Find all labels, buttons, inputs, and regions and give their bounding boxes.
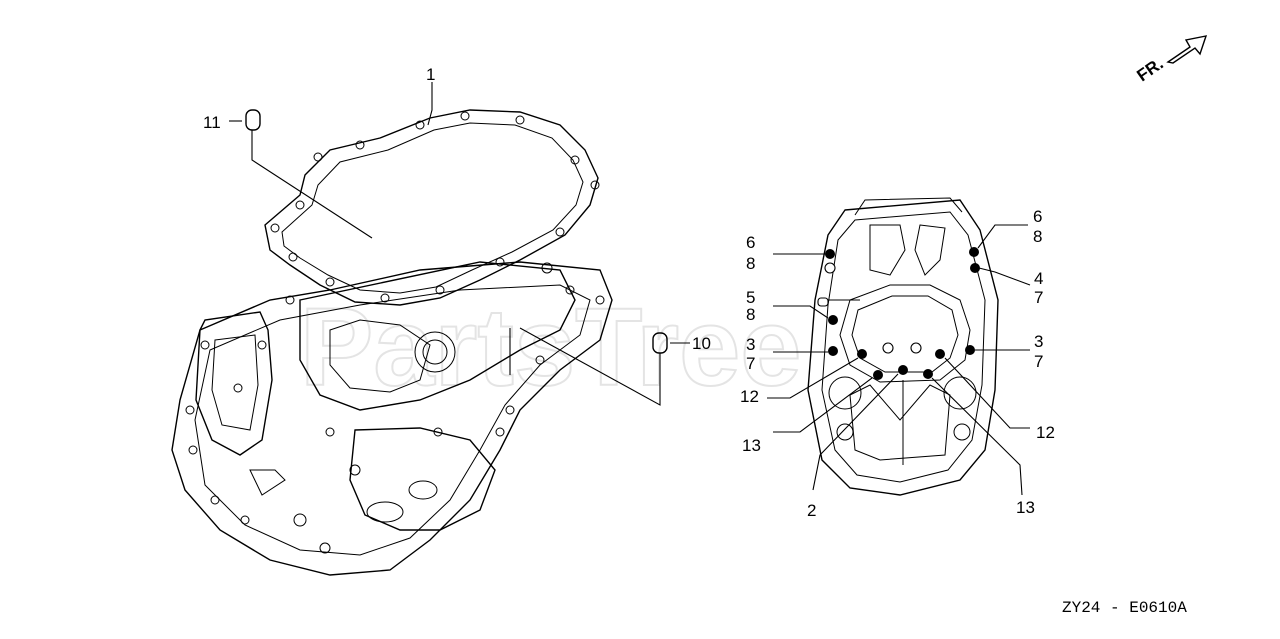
- front-direction-arrow: FR.: [1133, 35, 1208, 85]
- gasket-part-1: [264, 109, 600, 306]
- callout-2: 2: [807, 501, 816, 520]
- callout-5: 5: [746, 288, 755, 307]
- dowel-pin-10: [509, 327, 668, 406]
- callout-3-right: 3: [1034, 332, 1043, 351]
- callout-13-left: 13: [742, 436, 761, 455]
- callout-8-left-a: 8: [746, 254, 755, 273]
- leader-1: [427, 82, 433, 126]
- watermark-text: PartsTree: [300, 286, 801, 409]
- underside-view: [767, 197, 1031, 496]
- callout-12-left: 12: [740, 387, 759, 406]
- callout-8-right: 8: [1033, 227, 1042, 246]
- callout-11: 11: [203, 113, 221, 132]
- callout-10: 10: [692, 334, 711, 353]
- bolt-dots: [825, 247, 980, 380]
- dowel-pin-11: [245, 109, 373, 239]
- callout-7-right-b: 7: [1034, 352, 1043, 371]
- callout-labels: 1 11 10 6 8 5 8 3 7 12 13 2 6 8 4 7 3 7 …: [203, 65, 1055, 520]
- callout-6-left: 6: [746, 233, 755, 252]
- callout-13-right: 13: [1016, 498, 1035, 517]
- gasket-bolt-holes: [270, 111, 600, 303]
- callout-12-right: 12: [1036, 423, 1055, 442]
- callout-6-right: 6: [1033, 207, 1042, 226]
- front-label: FR.: [1133, 54, 1166, 85]
- callout-3-left: 3: [746, 335, 755, 354]
- callout-1: 1: [426, 65, 435, 84]
- oil-case-assembly: [171, 261, 613, 576]
- diagram-code: ZY24 - E0610A: [1062, 599, 1187, 617]
- callout-7-right-a: 7: [1034, 288, 1043, 307]
- callout-8-left-b: 8: [746, 305, 755, 324]
- flange-bolt-holes: [185, 262, 605, 525]
- callout-4: 4: [1034, 269, 1043, 288]
- callout-7-left: 7: [746, 354, 755, 373]
